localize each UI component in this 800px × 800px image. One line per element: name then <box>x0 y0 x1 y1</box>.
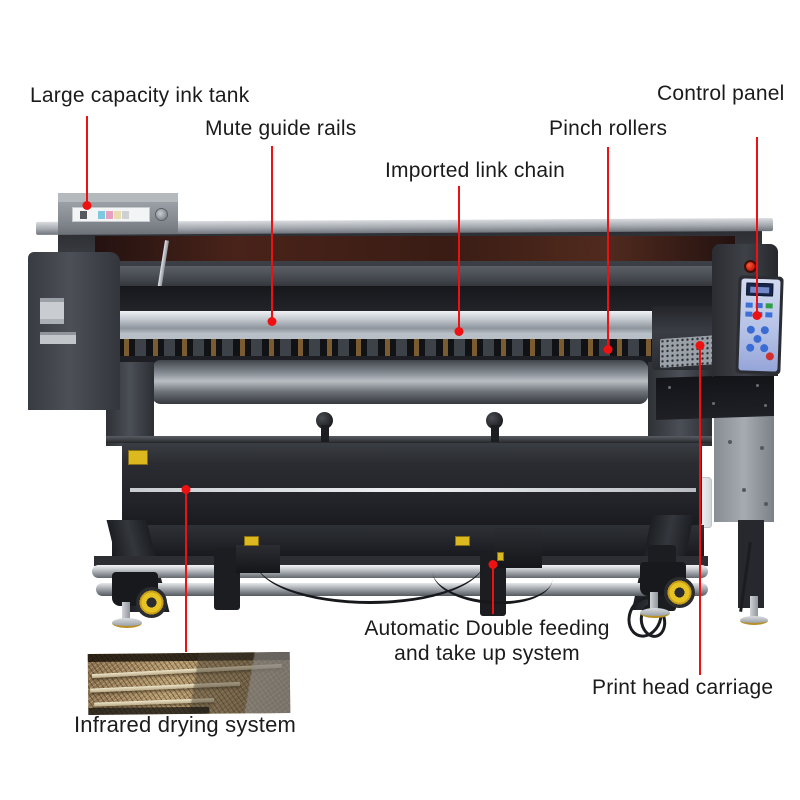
lcd-screen <box>750 286 770 294</box>
label-feeding-line1: Automatic Double feeding <box>364 617 610 640</box>
caster-wheel-assembly <box>112 572 172 642</box>
warning-label <box>497 552 504 561</box>
takeup-motor <box>494 528 542 568</box>
ink-tank-top <box>58 193 178 204</box>
stand-beam <box>112 525 704 557</box>
clamp-rail <box>106 436 712 443</box>
ink-tank <box>58 193 178 234</box>
media-clamp <box>312 412 338 442</box>
leveling-foot-pad <box>640 608 670 618</box>
label-guide-rails: Mute guide rails <box>205 117 357 140</box>
clamp-knob <box>486 412 503 429</box>
inset-reflector-sheet <box>87 651 291 716</box>
leader-dot <box>454 327 464 336</box>
control-panel-lcd <box>746 282 774 297</box>
heater-trim-stripe <box>130 488 696 492</box>
caster-wheel <box>136 587 167 618</box>
leveling-foot-stem <box>650 592 658 610</box>
leader-dot <box>181 485 191 494</box>
infrared-dryer-inset-photo <box>87 651 291 716</box>
leader-line-link-chain <box>454 186 464 336</box>
tower-sticker <box>40 298 64 324</box>
leader-dot <box>603 345 613 354</box>
label-print-head: Print head carriage <box>592 676 774 699</box>
label-ink-tank: Large capacity ink tank <box>30 84 250 107</box>
warning-label <box>128 450 148 465</box>
label-control-panel: Control panel <box>657 82 785 105</box>
leader-line-ink-tank <box>82 116 92 210</box>
ink-color-chips <box>98 211 105 219</box>
leveling-foot-stem <box>122 602 130 620</box>
front-cover-roller <box>150 360 650 404</box>
roller-bracket <box>214 548 240 610</box>
printer-lid-window <box>95 236 735 261</box>
hanging-cable <box>255 558 485 604</box>
label-feeding-line2: and take up system <box>394 642 580 666</box>
leader-line-feeding-system <box>488 560 498 614</box>
warning-label <box>244 536 259 546</box>
leveling-foot-pad <box>740 616 768 625</box>
leader-dot <box>82 201 92 210</box>
leader-dot <box>752 311 762 320</box>
clamp-stem <box>491 425 499 442</box>
leader-line-control-panel <box>752 137 762 320</box>
leader-dot <box>695 341 705 350</box>
leader-line-guide-rails <box>267 146 277 326</box>
carriage-vent-grille <box>660 334 718 369</box>
panel-screws <box>668 386 671 389</box>
tower-sticker <box>40 332 76 344</box>
caster-wheel-assembly <box>640 562 700 632</box>
leader-line-pinch-rollers <box>603 147 613 354</box>
media-clamp <box>482 412 508 442</box>
cable-chain-top <box>88 333 660 339</box>
leveling-foot-stem <box>750 596 758 618</box>
control-panel <box>735 275 784 375</box>
leader-line-infrared <box>181 485 191 652</box>
control-panel-keys <box>745 302 753 308</box>
leader-dot <box>488 560 498 569</box>
guide-rail <box>88 311 746 334</box>
leader-dot <box>267 317 277 326</box>
side-tower-left <box>28 252 120 410</box>
clamp-stem <box>321 425 329 442</box>
printer-lid-front-edge <box>58 266 762 288</box>
label-pinch-rollers: Pinch rollers <box>549 117 668 140</box>
label-link-chain: Imported link chain <box>385 159 566 182</box>
ink-tank-label <box>72 207 150 222</box>
caster-wheel <box>664 577 695 608</box>
label-feeding-system: Automatic Double feeding and take up sys… <box>352 616 622 666</box>
infrared-heater-box <box>122 443 702 525</box>
clamp-knob <box>316 412 333 429</box>
right-black-panel <box>656 373 774 421</box>
leveling-foot-pad <box>112 618 142 628</box>
ink-tank-cap <box>155 208 168 221</box>
leader-line-print-head <box>695 341 705 675</box>
label-infrared: Infrared drying system <box>74 712 297 737</box>
warning-label <box>455 536 470 546</box>
